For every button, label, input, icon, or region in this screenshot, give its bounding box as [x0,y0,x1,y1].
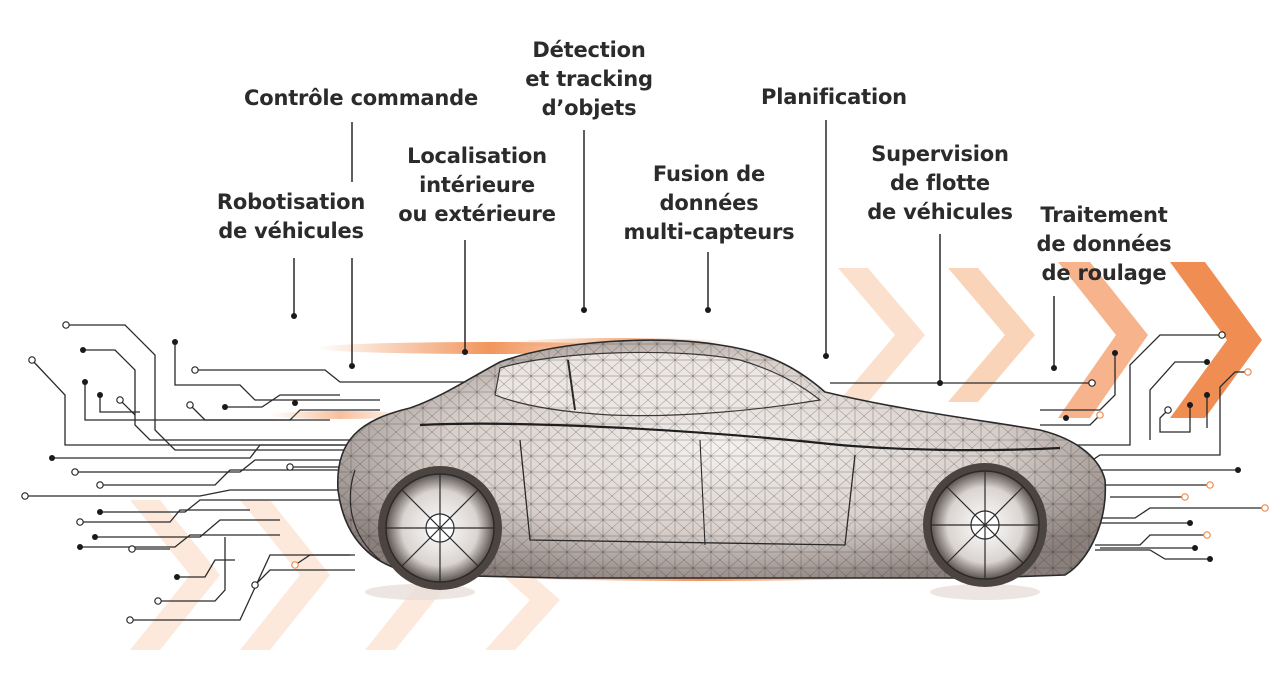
label-line: de flotte [890,171,990,195]
label-line: et tracking [525,67,653,91]
label-detection: Détection et tracking d’objets [525,36,653,123]
label-line: Traitement [1040,203,1168,227]
chevron-arrow-shape [948,268,1035,402]
label-line: d’objets [541,96,637,120]
label-controle-commande: Contrôle commande [244,84,478,113]
front-wheel [378,466,502,590]
label-line: multi-capteurs [623,220,795,244]
label-line: données [659,191,759,215]
label-traitement: Traitement de données de roulage [1037,201,1172,288]
circuit-traces-right [830,334,1265,560]
label-line: Fusion de [652,162,766,186]
chevron-arrow-shape [1170,262,1262,418]
label-line: intérieure [419,173,535,197]
chevron-arrows-right [838,262,1262,418]
label-line: Supervision [871,142,1009,166]
label-line: Planification [761,85,907,109]
label-leader-dots [291,307,1057,386]
label-planification: Planification [761,83,907,112]
car-body [337,339,1107,600]
label-line: Détection [532,38,646,62]
rear-wheel [923,463,1047,587]
circuit-nodes-left [21,321,299,624]
label-supervision: Supervision de flotte de véhicules [867,140,1013,227]
chevron-arrow-shape [838,268,925,402]
label-line: ou extérieure [398,202,556,226]
circuit-nodes-right [1063,331,1269,562]
label-line: de roulage [1041,261,1167,285]
label-line: de données [1036,232,1172,256]
label-fusion: Fusion de données multi-capteurs [624,160,795,247]
chevron-arrow-shape [1058,262,1148,418]
label-line: Contrôle commande [244,86,478,110]
label-leader-lines [293,120,1055,383]
label-localisation: Localisation intérieure ou extérieure [398,142,556,229]
label-line: Robotisation [216,190,366,214]
label-robotisation: Robotisation de véhicules [217,188,365,246]
label-line: Localisation [407,144,547,168]
label-line: de véhicules [867,200,1013,224]
label-line: de véhicules [218,219,364,243]
chevron-arrow-shape [240,500,330,650]
